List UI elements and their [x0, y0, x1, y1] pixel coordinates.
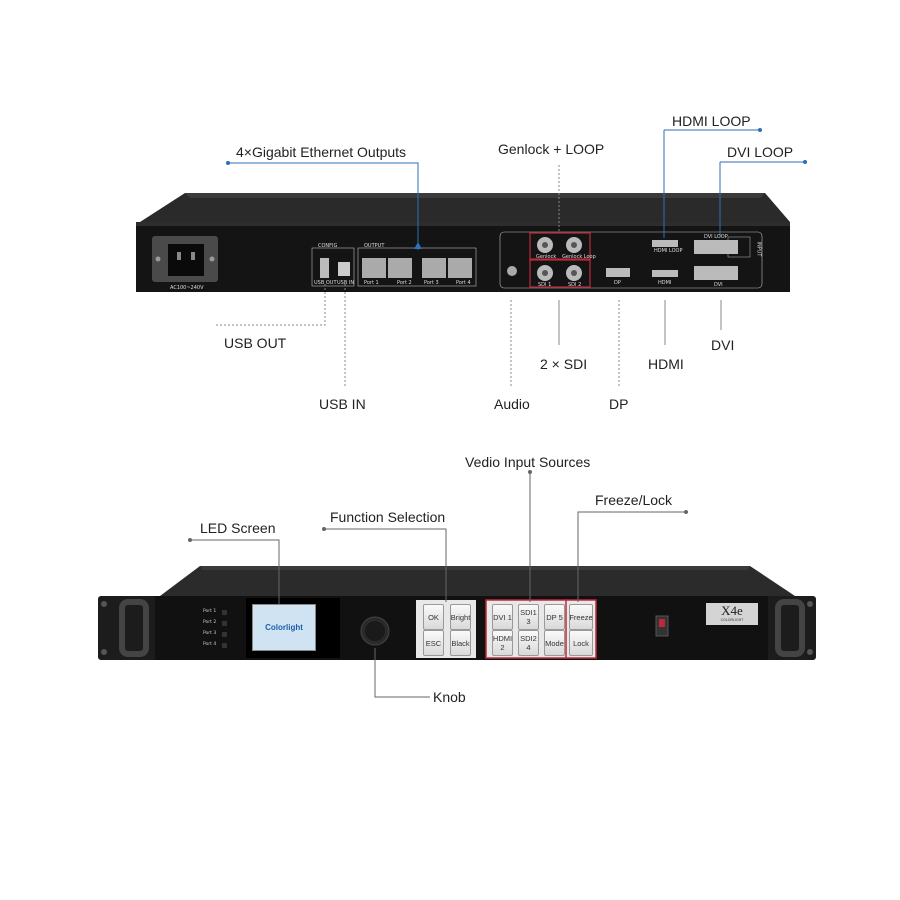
callout-ethernet-outputs: 4×Gigabit Ethernet Outputs	[236, 144, 407, 160]
freeze-button[interactable]: Freeze	[569, 604, 593, 630]
front-port-3: Port 3	[203, 631, 217, 636]
model-sub-text: COLORLIGHT	[720, 618, 744, 622]
esc-button[interactable]: ESC	[423, 630, 444, 656]
config-usb-ports	[311, 247, 355, 287]
rear-chassis	[136, 193, 790, 292]
config-text: CONFIG	[318, 243, 338, 249]
lock-button[interactable]: Lock	[569, 630, 593, 656]
front-leds	[222, 610, 227, 648]
callout-led-screen: LED Screen	[200, 520, 276, 536]
front-port-1: Port 1	[203, 609, 217, 614]
dvi-loop-panel-text: DVI LOOP	[704, 234, 728, 240]
dvi-panel-text: DVI	[714, 282, 723, 288]
front-port-2: Port 2	[203, 620, 217, 625]
knob	[360, 616, 390, 646]
input-panel-text: INPUT	[755, 241, 762, 257]
genlock-panel-text: Genlock	[536, 254, 557, 260]
port3-panel-text: Port 3	[424, 280, 439, 286]
callout-usb-out: USB OUT	[224, 335, 287, 351]
power-switch	[655, 615, 669, 637]
usb-out-panel-text: USB OUT	[314, 280, 337, 286]
callout-sdi: 2 × SDI	[540, 356, 588, 372]
hdmi-panel-text: HDMI	[658, 280, 672, 286]
sdi1-source-button[interactable]: SDI1 3	[518, 604, 539, 630]
sdi2-source-button[interactable]: SDI2 4	[518, 630, 539, 656]
genlock-loop-panel-text: Genlock Loop	[562, 254, 596, 260]
front-callout-lines	[188, 470, 688, 698]
callout-hdmi: HDMI	[648, 356, 684, 372]
callout-genlock-loop: Genlock + LOOP	[498, 141, 605, 157]
input-panel	[499, 231, 763, 289]
port1-panel-text: Port 1	[364, 280, 379, 286]
dp-panel-text: DP	[614, 280, 621, 286]
model-badge: X4e	[706, 603, 758, 625]
power-rating-text: AC100~240V	[170, 285, 204, 291]
dvi-source-button[interactable]: DVI 1	[492, 604, 513, 630]
hdmi-source-button[interactable]: HDMI 2	[492, 630, 513, 656]
power-socket	[152, 236, 218, 282]
bright-button[interactable]: Bright	[450, 604, 471, 630]
callout-video-sources: Vedio Input Sources	[465, 454, 591, 470]
usb-in-panel-text: USB IN	[337, 280, 355, 286]
ok-button[interactable]: OK	[423, 604, 444, 630]
sdi2-panel-text: SDI 2	[568, 282, 582, 288]
callout-knob: Knob	[433, 689, 466, 705]
callout-audio: Audio	[494, 396, 530, 412]
callout-dvi: DVI	[711, 337, 735, 353]
callout-function-selection: Function Selection	[330, 509, 446, 525]
callout-usb-in: USB IN	[319, 396, 366, 412]
callout-hdmi-loop: HDMI LOOP	[672, 113, 751, 129]
callout-dp: DP	[609, 396, 629, 412]
sdi1-panel-text: SDI 1	[538, 282, 552, 288]
led-screen: Colorlight	[252, 604, 316, 651]
front-port-4: Port 4	[203, 642, 217, 647]
callout-dvi-loop: DVI LOOP	[727, 144, 794, 160]
port2-panel-text: Port 2	[397, 280, 412, 286]
output-text: OUTPUT	[364, 243, 385, 249]
black-button[interactable]: Black	[450, 630, 471, 656]
hdmi-loop-panel-text: HDMI LOOP	[654, 248, 683, 254]
brand-logo-text: Colorlight	[265, 623, 303, 632]
dp-source-button[interactable]: DP 5	[544, 604, 565, 630]
rear-callout-lines	[216, 128, 807, 386]
mode-button[interactable]: Mode	[544, 630, 565, 656]
port4-panel-text: Port 4	[456, 280, 471, 286]
callout-freeze-lock: Freeze/Lock	[595, 492, 673, 508]
